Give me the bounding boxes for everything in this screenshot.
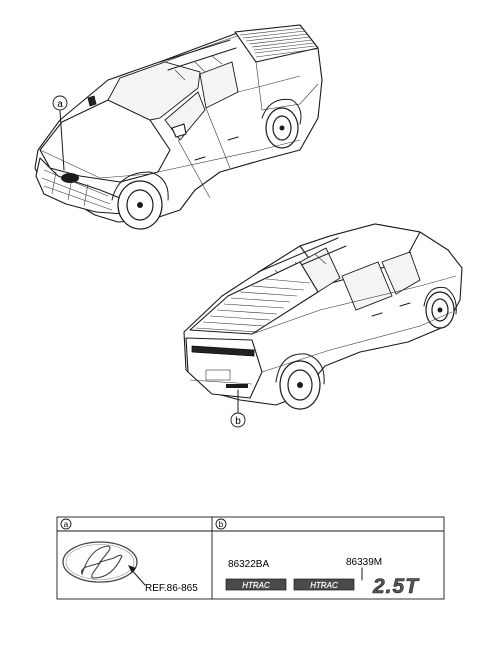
- htrac-emblem-1: HTRAC: [225, 578, 287, 591]
- callout-a: a: [52, 95, 68, 111]
- rear-vehicle-illustration: [183, 223, 463, 414]
- badge-25t-text: 2.5T: [372, 575, 420, 598]
- front-vehicle-illustration: [34, 24, 323, 230]
- callout-b-label: b: [235, 416, 241, 427]
- legend-col-b-marker: b: [219, 520, 224, 529]
- callout-a-label: a: [57, 99, 63, 110]
- legend-table: a REF.86-865 b 86322BA HTRAC 86339M: [56, 516, 445, 600]
- htrac-emblem-1-text: HTRAC: [242, 581, 270, 590]
- legend-col-a: a REF.86-865: [60, 518, 198, 594]
- legend-col-a-marker: a: [64, 520, 69, 529]
- legend-col-b: b 86322BA HTRAC 86339M HTRAC 2.5T: [215, 518, 420, 599]
- htrac-emblem-2: HTRAC: [293, 578, 355, 591]
- htrac-emblem-2-text: HTRAC: [310, 581, 338, 590]
- badge-25t: 2.5T: [372, 575, 420, 599]
- part-number-86322BA: 86322BA: [228, 559, 269, 570]
- callout-b: b: [230, 412, 246, 428]
- ref-label: REF.86-865: [145, 583, 198, 594]
- hyundai-logo-icon: [62, 541, 138, 583]
- part-number-86339M: 86339M: [346, 557, 382, 568]
